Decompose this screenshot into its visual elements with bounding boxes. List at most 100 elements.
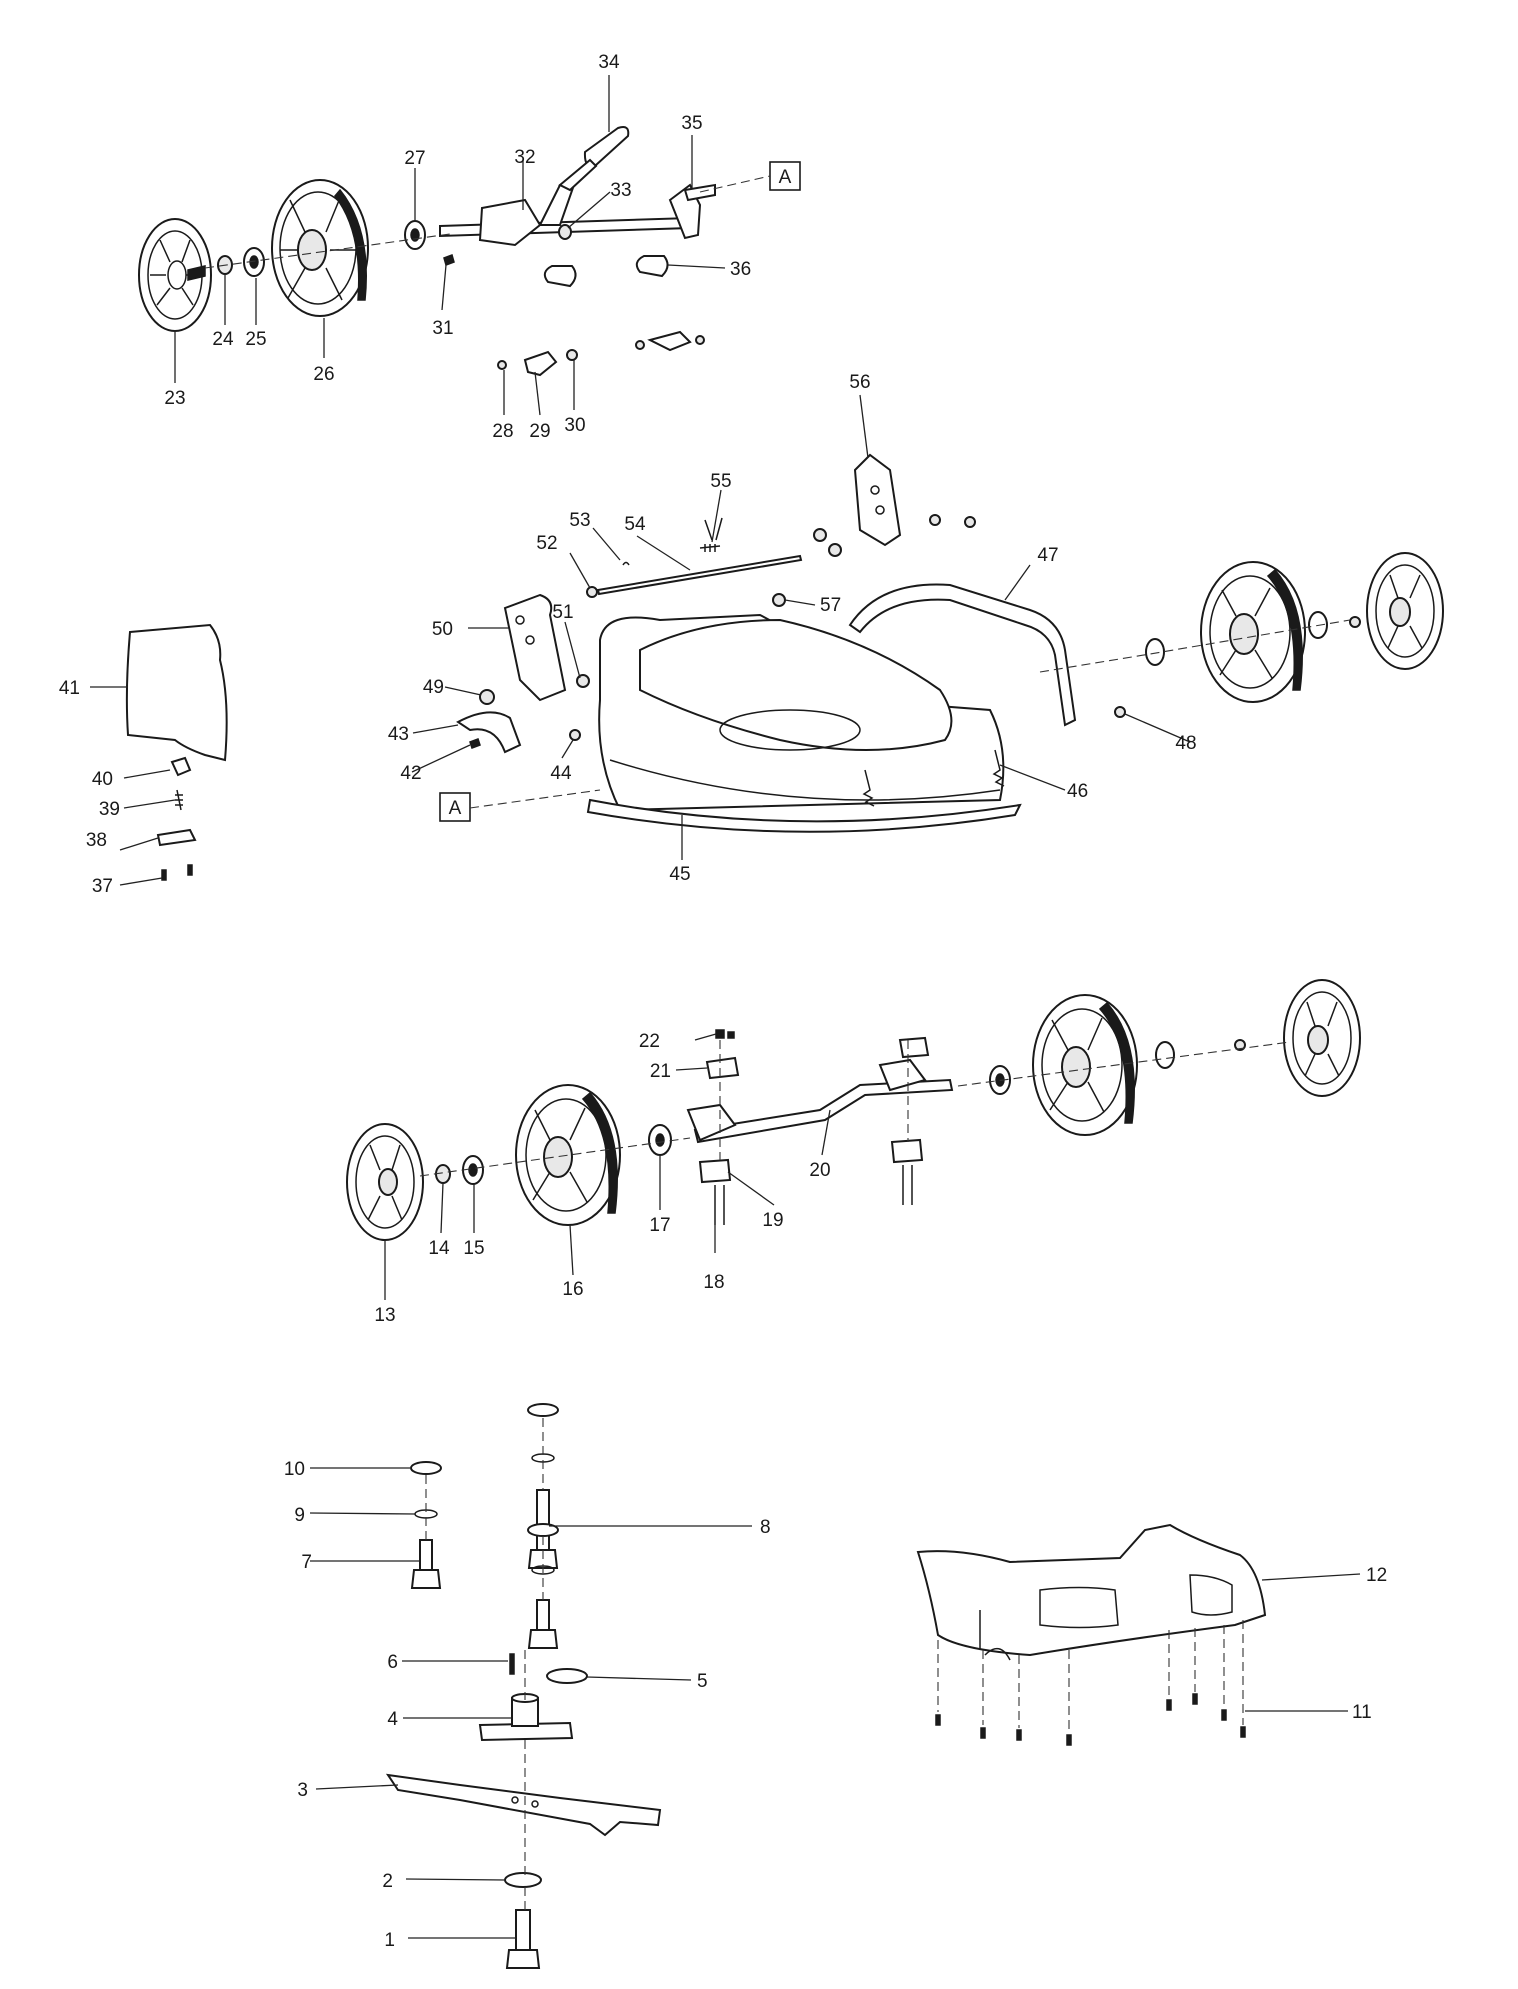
bracket-56 — [813, 453, 976, 557]
callout-labels: 1 2 3 4 5 6 7 8 9 10 11 12 13 14 15 16 1… — [59, 52, 1387, 1951]
callout-50: 50 — [432, 619, 453, 640]
pin-33 — [558, 224, 572, 240]
callout-44: 44 — [550, 763, 572, 784]
screw-11g — [1221, 1709, 1227, 1721]
callout-13: 13 — [374, 1305, 395, 1326]
callout-2: 2 — [382, 1871, 393, 1892]
bolt-1 — [505, 1909, 541, 1969]
screw-31 — [443, 254, 455, 266]
bolt-49 — [479, 689, 495, 705]
axle-arm-right — [878, 1058, 927, 1092]
callout-19: 19 — [762, 1210, 783, 1231]
screw-11e — [1166, 1699, 1172, 1711]
callout-47: 47 — [1037, 545, 1058, 566]
callout-41: 41 — [59, 678, 80, 699]
blade-adapter-4 — [478, 1693, 574, 1742]
callout-31: 31 — [432, 318, 453, 339]
callout-43: 43 — [388, 724, 409, 745]
callout-15: 15 — [463, 1238, 484, 1259]
callout-24: 24 — [212, 329, 234, 350]
callout-12: 12 — [1366, 1565, 1387, 1586]
callout-56: 56 — [849, 372, 870, 393]
callout-34: 34 — [598, 52, 620, 73]
reference-marker-a-top: A — [769, 161, 801, 191]
screw-11f — [1192, 1693, 1198, 1705]
callout-46: 46 — [1067, 781, 1088, 802]
callout-8: 8 — [760, 1517, 771, 1538]
bolt-7 — [410, 1539, 442, 1589]
nut-51 — [576, 674, 590, 688]
screw-11d — [1066, 1734, 1072, 1746]
callout-7: 7 — [301, 1552, 312, 1573]
callout-25: 25 — [245, 329, 266, 350]
callout-51: 51 — [552, 602, 573, 623]
callout-3: 3 — [297, 1780, 308, 1801]
bolts-18 — [714, 1185, 725, 1225]
hinge-38 — [156, 828, 197, 847]
nut-right-upper — [1349, 616, 1361, 628]
bearing-right-upper — [1145, 638, 1165, 666]
bracket-32 — [478, 198, 542, 247]
rear-axle-assembly — [138, 126, 716, 377]
flap-assembly — [125, 623, 228, 881]
blade-3 — [385, 1773, 662, 1837]
callout-28: 28 — [492, 421, 513, 442]
assembly-axes — [204, 175, 1351, 1910]
callout-18: 18 — [703, 1272, 724, 1293]
callout-16: 16 — [562, 1279, 583, 1300]
screw-11c — [1016, 1729, 1022, 1741]
bushing-36a — [543, 265, 577, 288]
clamp-29 — [497, 349, 578, 377]
bolt-center — [527, 1599, 559, 1649]
callout-37: 37 — [92, 876, 113, 897]
nut-right-lower — [1234, 1039, 1246, 1051]
bracket-right-top — [898, 1036, 930, 1059]
spring-39 — [175, 789, 183, 811]
washer-2 — [504, 1872, 542, 1888]
washer-8a — [527, 1403, 559, 1417]
callout-6: 6 — [387, 1652, 398, 1673]
height-bracket-50 — [503, 593, 567, 702]
wheel-right-upper — [1200, 561, 1306, 703]
lever-handle-34 — [538, 126, 630, 226]
callout-33: 33 — [610, 180, 631, 201]
washer-10 — [410, 1461, 442, 1475]
hubcap-right-lower — [1283, 979, 1361, 1097]
reference-marker-a-mid: A — [439, 792, 471, 822]
callout-38: 38 — [86, 830, 107, 851]
callout-26: 26 — [313, 364, 334, 385]
callout-32: 32 — [514, 147, 535, 168]
washer-5 — [546, 1668, 588, 1684]
callout-14: 14 — [428, 1238, 450, 1259]
cover-assembly — [916, 1523, 1267, 1746]
rear-handle-bar-47 — [848, 583, 1077, 727]
bracket-21 — [705, 1056, 740, 1080]
callout-20: 20 — [809, 1160, 830, 1181]
clip-40 — [170, 756, 192, 777]
axle-arm-35 — [668, 183, 716, 240]
rear-flap-41 — [125, 623, 228, 762]
front-axle-assembly — [346, 979, 1361, 1241]
front-axle-20 — [693, 1078, 954, 1144]
bushing-36b — [635, 255, 669, 278]
screw-11a — [935, 1714, 941, 1726]
callout-4: 4 — [387, 1709, 398, 1730]
axle-arm-left — [686, 1103, 737, 1142]
callout-29: 29 — [529, 421, 550, 442]
callout-1: 1 — [384, 1930, 395, 1951]
wheel-right-lower — [1032, 994, 1138, 1136]
blade-assembly — [385, 1403, 662, 1969]
callout-39: 39 — [99, 799, 120, 820]
bolts-right — [902, 1165, 913, 1205]
callout-23: 23 — [164, 388, 185, 409]
spring-46b — [862, 769, 875, 807]
callout-54: 54 — [624, 514, 646, 535]
clamp-19 — [698, 1158, 732, 1184]
callout-57: 57 — [820, 595, 841, 616]
deck-assembly — [456, 453, 1444, 833]
hubcap-13 — [346, 1123, 424, 1241]
bearing-17 — [648, 1124, 672, 1156]
key-6 — [509, 1653, 515, 1675]
callout-9: 9 — [294, 1505, 305, 1526]
